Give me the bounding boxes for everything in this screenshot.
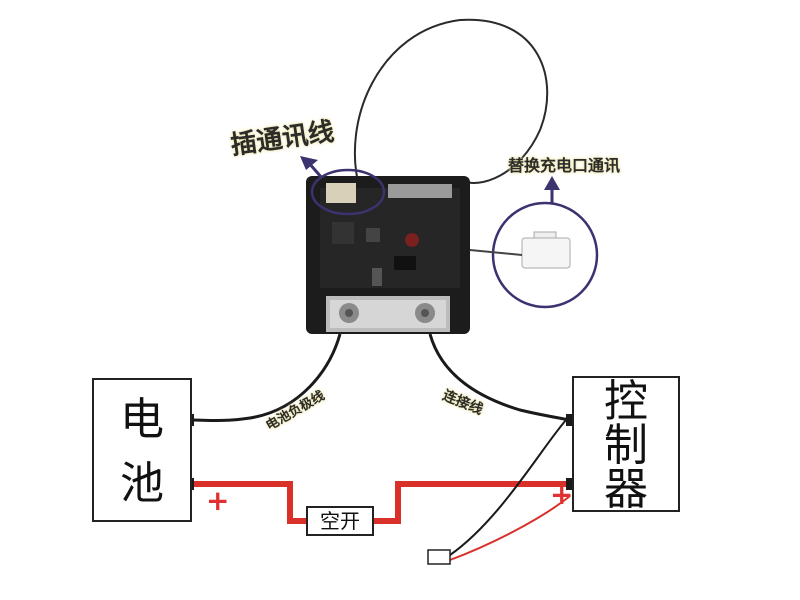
controller-label-1: 控 [604, 376, 648, 427]
white-connector [521, 237, 571, 269]
plug-black-wire [449, 419, 567, 556]
controller-label-2: 制 [604, 420, 648, 471]
controller-connect-wire [428, 333, 571, 422]
air-switch-breaker: 空开 [306, 506, 374, 536]
plug [427, 549, 451, 565]
bms-module [306, 176, 470, 334]
positive-wire [192, 481, 570, 524]
comm-cable-loop [353, 18, 549, 191]
battery-label-2: 池 [120, 458, 164, 509]
battery-box [92, 378, 192, 522]
charge-port-callout: 替换充电口通讯 [508, 156, 621, 175]
controller-plus-sign: + [550, 478, 574, 511]
battery-plus-sign: + [206, 484, 230, 517]
comm-port-highlight [310, 168, 386, 216]
controller-box [572, 376, 680, 512]
plug-red-wire [449, 495, 571, 561]
battery-label-1: 电 [120, 394, 164, 445]
battery-negative-wire [191, 333, 342, 422]
controller-label-3: 器 [604, 464, 648, 515]
